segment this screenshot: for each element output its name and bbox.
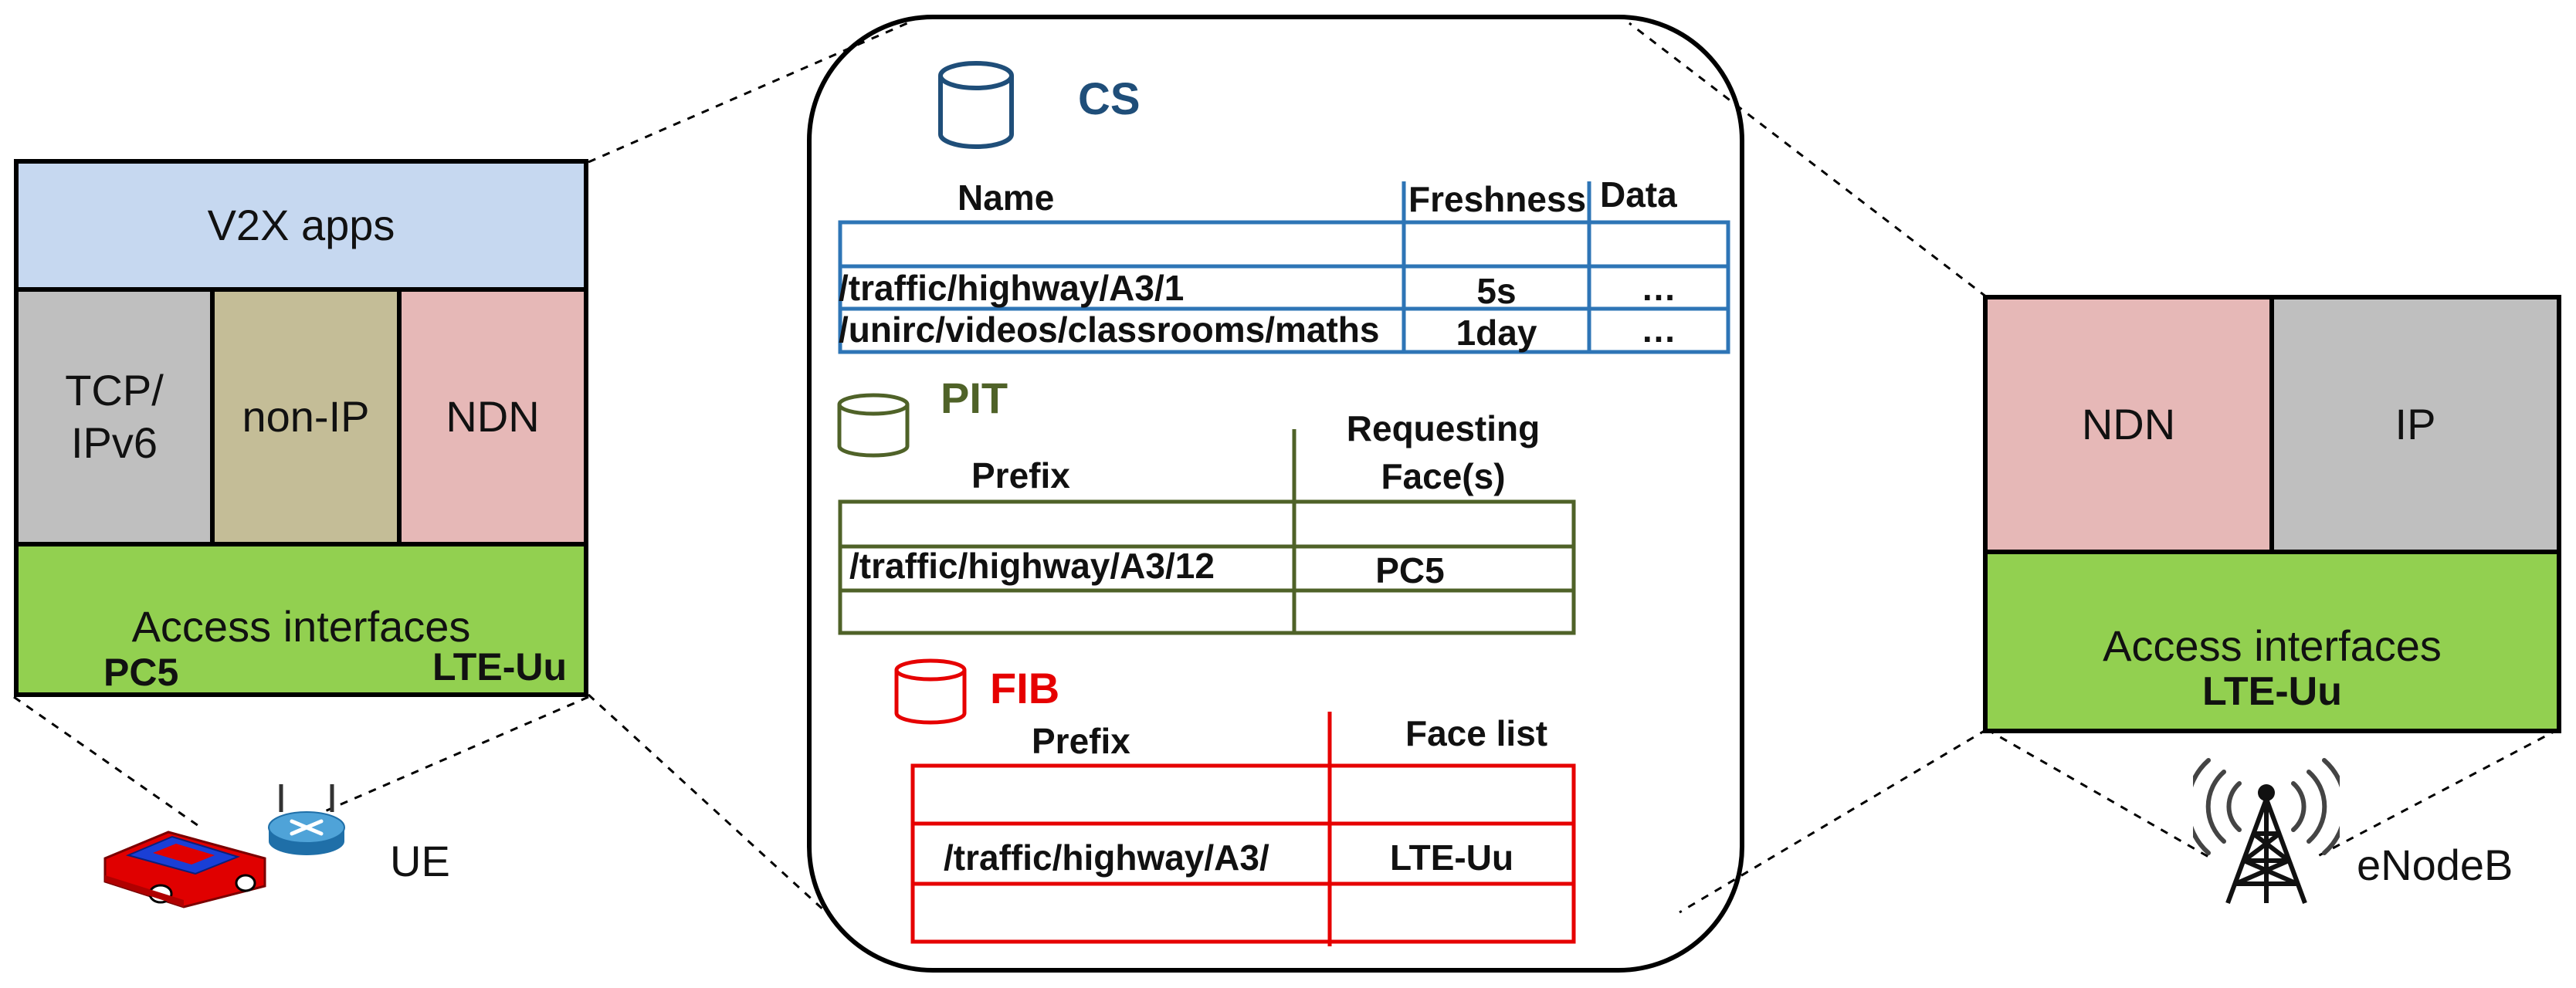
ue-zoom-line-top (588, 22, 908, 164)
ue-access-title: Access interfaces (131, 602, 471, 651)
ue-lte-uu-label: LTE-Uu (432, 645, 567, 689)
pit-col-face-header: Requesting Face(s) (1346, 408, 1541, 496)
enb-ndn-label: NDN (2081, 400, 2176, 448)
cs-row-2-name: /unirc/videos/classrooms/maths (839, 310, 1380, 350)
enb-stack-line-left (1986, 728, 2209, 858)
cs-row-2-freshness: 1day (1456, 313, 1537, 353)
enb-access-interfaces-layer: Access interfaces LTE-Uu (1983, 550, 2561, 733)
ue-label: UE (390, 837, 450, 885)
enb-zoom-line-bottom (1679, 728, 1988, 914)
ue-stack-line-right (308, 695, 589, 820)
pit-col-prefix-header: Prefix (971, 455, 1070, 496)
cs-row-1-name: /traffic/highway/A3/1 (839, 268, 1185, 308)
cs-title: CS (1078, 74, 1141, 124)
fib-col-prefix-header: Prefix (1032, 721, 1130, 761)
ue-zoom-line-bottom (587, 693, 828, 914)
ue-ndn-label: NDN (446, 392, 540, 441)
ue-v2x-apps-label: V2X apps (207, 201, 395, 249)
fib-row-prefix: /traffic/highway/A3/ (944, 837, 1269, 878)
ue-tcp-ipv6-label: TCP/ IPv6 (65, 366, 164, 467)
ue-access-interfaces-layer: Access interfaces PC5 LTE-Uu (14, 542, 588, 697)
ue-stack-line-left (13, 695, 202, 829)
car-icon (103, 831, 266, 908)
ndn-node-frame (807, 15, 1744, 973)
fib-title: FIB (990, 664, 1060, 712)
ue-ndn-layer: NDN (397, 287, 588, 546)
pit-database-icon (837, 393, 910, 458)
fib-row-face: LTE-Uu (1389, 837, 1514, 878)
enb-ip-label: IP (2395, 400, 2436, 448)
router-icon (268, 784, 345, 855)
enb-access-title: Access interfaces (2103, 621, 2442, 670)
cs-row-2-data: … (1641, 310, 1676, 350)
cs-row-1-data: … (1641, 268, 1676, 308)
ue-v2x-apps-layer: V2X apps (14, 159, 588, 292)
enb-ip-layer: IP (2269, 295, 2561, 554)
enb-label: eNodeB (2357, 841, 2513, 889)
pit-row-face: PC5 (1375, 550, 1445, 590)
pit-row-prefix: /traffic/highway/A3/12 (849, 546, 1215, 586)
enb-lte-uu-label: LTE-Uu (2202, 669, 2342, 714)
cs-col-name-header: Name (958, 178, 1055, 218)
fib-col-face-header: Face list (1405, 713, 1548, 753)
cs-col-freshness-header: Freshness (1408, 179, 1587, 219)
cs-col-data-header: Data (1600, 174, 1677, 215)
antenna-tower-icon (2193, 758, 2340, 905)
ue-non-ip-layer: non-IP (210, 287, 402, 546)
ue-non-ip-label: non-IP (242, 392, 370, 441)
ue-pc5-label: PC5 (103, 651, 179, 694)
pit-title: PIT (941, 374, 1008, 422)
fib-database-icon (894, 658, 967, 725)
cs-database-icon (938, 61, 1014, 149)
enb-zoom-line-top (1629, 22, 1988, 299)
cs-row-1-freshness: 5s (1476, 271, 1517, 311)
